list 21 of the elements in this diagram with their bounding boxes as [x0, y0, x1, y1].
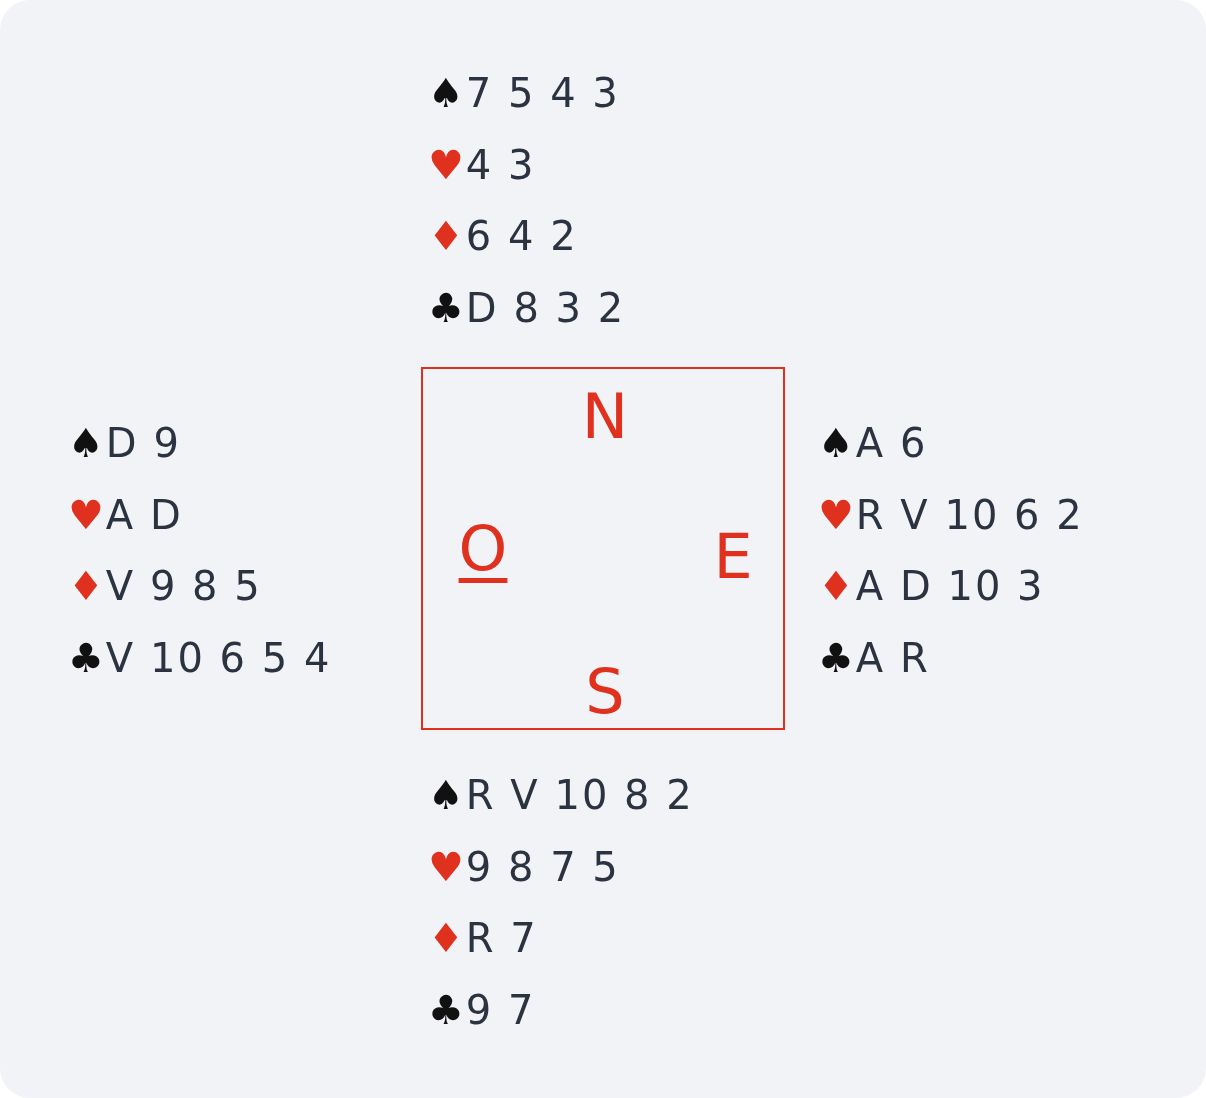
- suit-holding: ♦6 4 2: [428, 216, 578, 256]
- suit-holding: ♣A R: [818, 637, 930, 678]
- compass-direction: S: [585, 661, 625, 723]
- suit-holding: ♠A 6: [818, 423, 928, 463]
- suit-holding: ♣9 7: [428, 989, 536, 1030]
- suit-holding: ♥R V 10 6 2: [818, 494, 1084, 535]
- suit-holding: ♣D 8 3 2: [428, 287, 626, 328]
- suit-holding: ♠D 9: [68, 423, 181, 463]
- suit-holding: ♣V 10 6 5 4: [68, 637, 332, 678]
- compass-direction: O: [458, 518, 508, 580]
- compass-box: [421, 367, 785, 730]
- suit-holding: ♥A D: [68, 494, 183, 535]
- suit-holding: ♥9 8 7 5: [428, 846, 620, 887]
- suit-holding: ♦A D 10 3: [818, 566, 1045, 606]
- compass-direction: N: [581, 386, 629, 448]
- suit-holding: ♦R 7: [428, 918, 538, 958]
- suit-holding: ♥4 3: [428, 144, 536, 185]
- suit-holding: ♠7 5 4 3: [428, 73, 620, 113]
- compass-direction: E: [713, 526, 753, 588]
- suit-holding: ♠R V 10 8 2: [428, 775, 694, 815]
- suit-holding: ♦V 9 8 5: [68, 566, 262, 606]
